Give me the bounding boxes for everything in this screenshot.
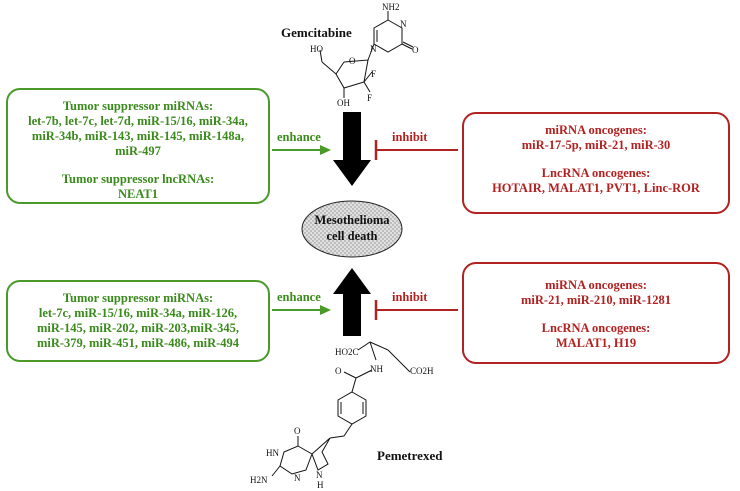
- gem-atom-nh2: NH2: [382, 2, 400, 12]
- gem-atom-ho: HO: [310, 44, 323, 54]
- pem-atom-nh: NH: [370, 364, 383, 374]
- enhance-label-bottom: enhance: [277, 290, 321, 304]
- gem-atom-n3: N: [400, 19, 407, 29]
- box-title: Tumor suppressor lncRNAs:: [61, 172, 215, 186]
- tumor-suppressor-box-bottom: Tumor suppressor miRNAs: let-7c, miR-15/…: [6, 280, 270, 362]
- box-line: miR-379, miR-451, miR-486, miR-494: [36, 336, 240, 350]
- pem-atom-co2h: CO2H: [410, 366, 434, 376]
- oncogenes-box-bottom: miRNA oncogenes: miR-21, miR-210, miR-12…: [462, 262, 730, 364]
- box-title: LncRNA oncogenes:: [541, 166, 651, 180]
- gemcitabine-label: Gemcitabine: [281, 25, 352, 40]
- pem-atom-o-keto: O: [294, 426, 301, 436]
- box-line: MALAT1, H19: [555, 336, 637, 350]
- cell-death-ellipse: [301, 200, 403, 258]
- pemetrexed-arrow: [333, 268, 371, 336]
- pemetrexed-label: Pemetrexed: [377, 448, 443, 463]
- enhance-arrow-bottom: [272, 305, 331, 315]
- box-line: let-7c, miR-15/16, miR-34a, miR-126,: [38, 306, 238, 320]
- box-title: miRNA oncogenes:: [545, 123, 647, 137]
- inhibit-line-bottom: [374, 300, 458, 320]
- box-title: Tumor suppressor miRNAs:: [62, 291, 214, 305]
- pem-atom-h: H: [317, 480, 324, 490]
- gem-atom-o-ring: O: [349, 56, 356, 66]
- box-line: HOTAIR, MALAT1, PVT1, Linc-ROR: [492, 181, 700, 195]
- pem-atom-o-amide: O: [335, 366, 342, 376]
- gem-atom-f1: F: [371, 69, 376, 79]
- box-title: LncRNA oncogenes:: [541, 321, 651, 335]
- gem-atom-n1: N: [370, 44, 377, 54]
- box-line: miR-21, miR-210, miR-1281: [521, 293, 671, 307]
- box-line: miR-497: [115, 144, 161, 158]
- box-title: Tumor suppressor miRNAs:: [62, 99, 214, 113]
- inhibit-line-top: [374, 140, 458, 160]
- pem-atom-n-pyrrole: N: [316, 470, 323, 480]
- pem-atom-n: N: [294, 473, 301, 483]
- box-line: let-7b, let-7c, let-7d, miR-15/16, miR-3…: [28, 114, 248, 128]
- gemcitabine-structure: NH2 N N O HO O OH F F: [310, 2, 419, 108]
- cell-death-line2: cell death: [326, 229, 378, 243]
- box-title: miRNA oncogenes:: [545, 278, 647, 292]
- pem-atom-ho2c: HO2C: [335, 347, 359, 357]
- gem-atom-o-keto: O: [412, 45, 419, 55]
- box-line: miR-34b, miR-143, miR-145, miR-148a,: [31, 129, 245, 143]
- box-line: miR-17-5p, miR-21, miR-30: [521, 138, 671, 152]
- gem-atom-oh: OH: [337, 98, 350, 108]
- pem-atom-h2n: H2N: [250, 475, 268, 485]
- inhibit-label-bottom: inhibit: [392, 290, 428, 304]
- gemcitabine-arrow: [333, 112, 371, 186]
- inhibit-label-top: inhibit: [392, 130, 428, 144]
- box-line: miR-145, miR-202, miR-203,miR-345,: [36, 321, 240, 335]
- cell-death-line1: Mesothelioma: [314, 213, 390, 227]
- enhance-label-top: enhance: [277, 130, 321, 144]
- pem-atom-hn: HN: [266, 448, 279, 458]
- oncogenes-box-top: miRNA oncogenes: miR-17-5p, miR-21, miR-…: [462, 112, 730, 214]
- enhance-arrow-top: [272, 145, 331, 155]
- pemetrexed-structure: HO2C NH CO2H O O HN N H2N N H: [250, 341, 434, 490]
- cell-death-text: Mesothelioma cell death: [297, 212, 407, 244]
- gem-atom-f2: F: [367, 93, 372, 103]
- tumor-suppressor-box-top: Tumor suppressor miRNAs: let-7b, let-7c,…: [6, 88, 270, 204]
- box-line: NEAT1: [117, 187, 159, 201]
